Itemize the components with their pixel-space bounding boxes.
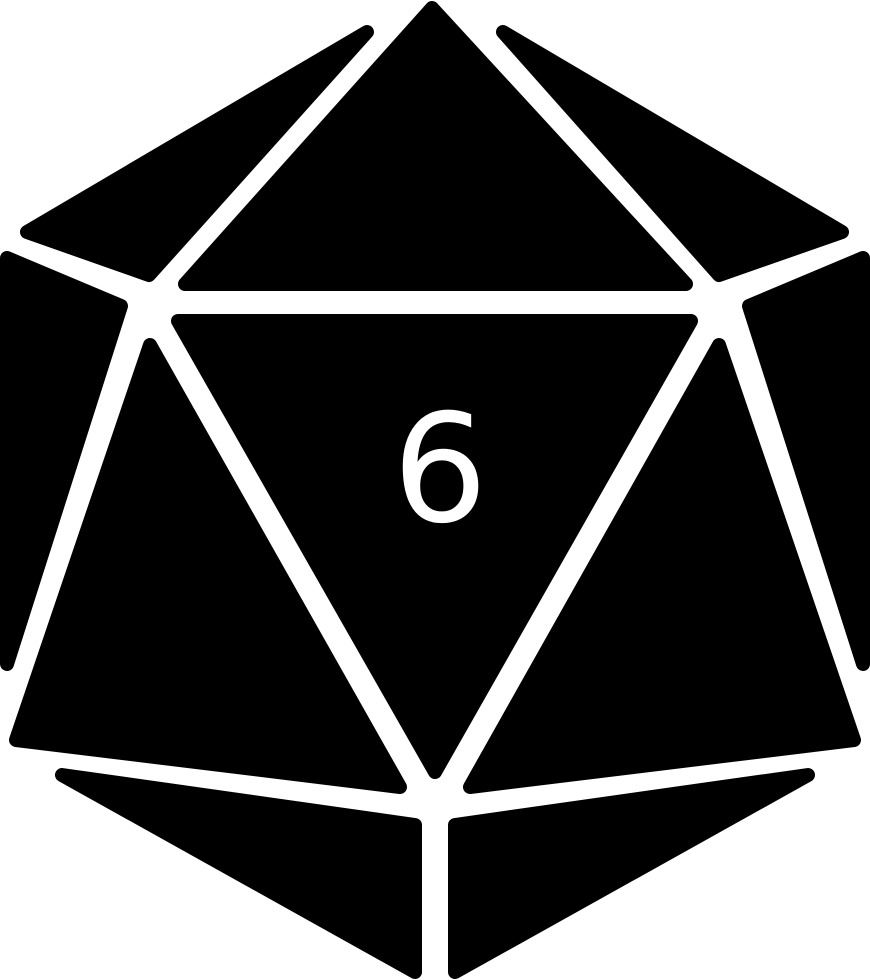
die-face-lower-left: [55, 768, 422, 979]
die-face-top: [178, 1, 693, 291]
die-face-center: [171, 314, 698, 779]
die-face-number: 6: [392, 383, 488, 557]
die-face-upper-left: [20, 25, 374, 282]
die-face-lower-right: [448, 768, 815, 979]
die-face-upper-right: [496, 25, 849, 282]
die-face-left-middle: [9, 338, 407, 794]
die-face-left-edge: [0, 251, 128, 671]
die-face-right-middle: [463, 338, 861, 794]
die-face-right-edge: [742, 251, 870, 671]
